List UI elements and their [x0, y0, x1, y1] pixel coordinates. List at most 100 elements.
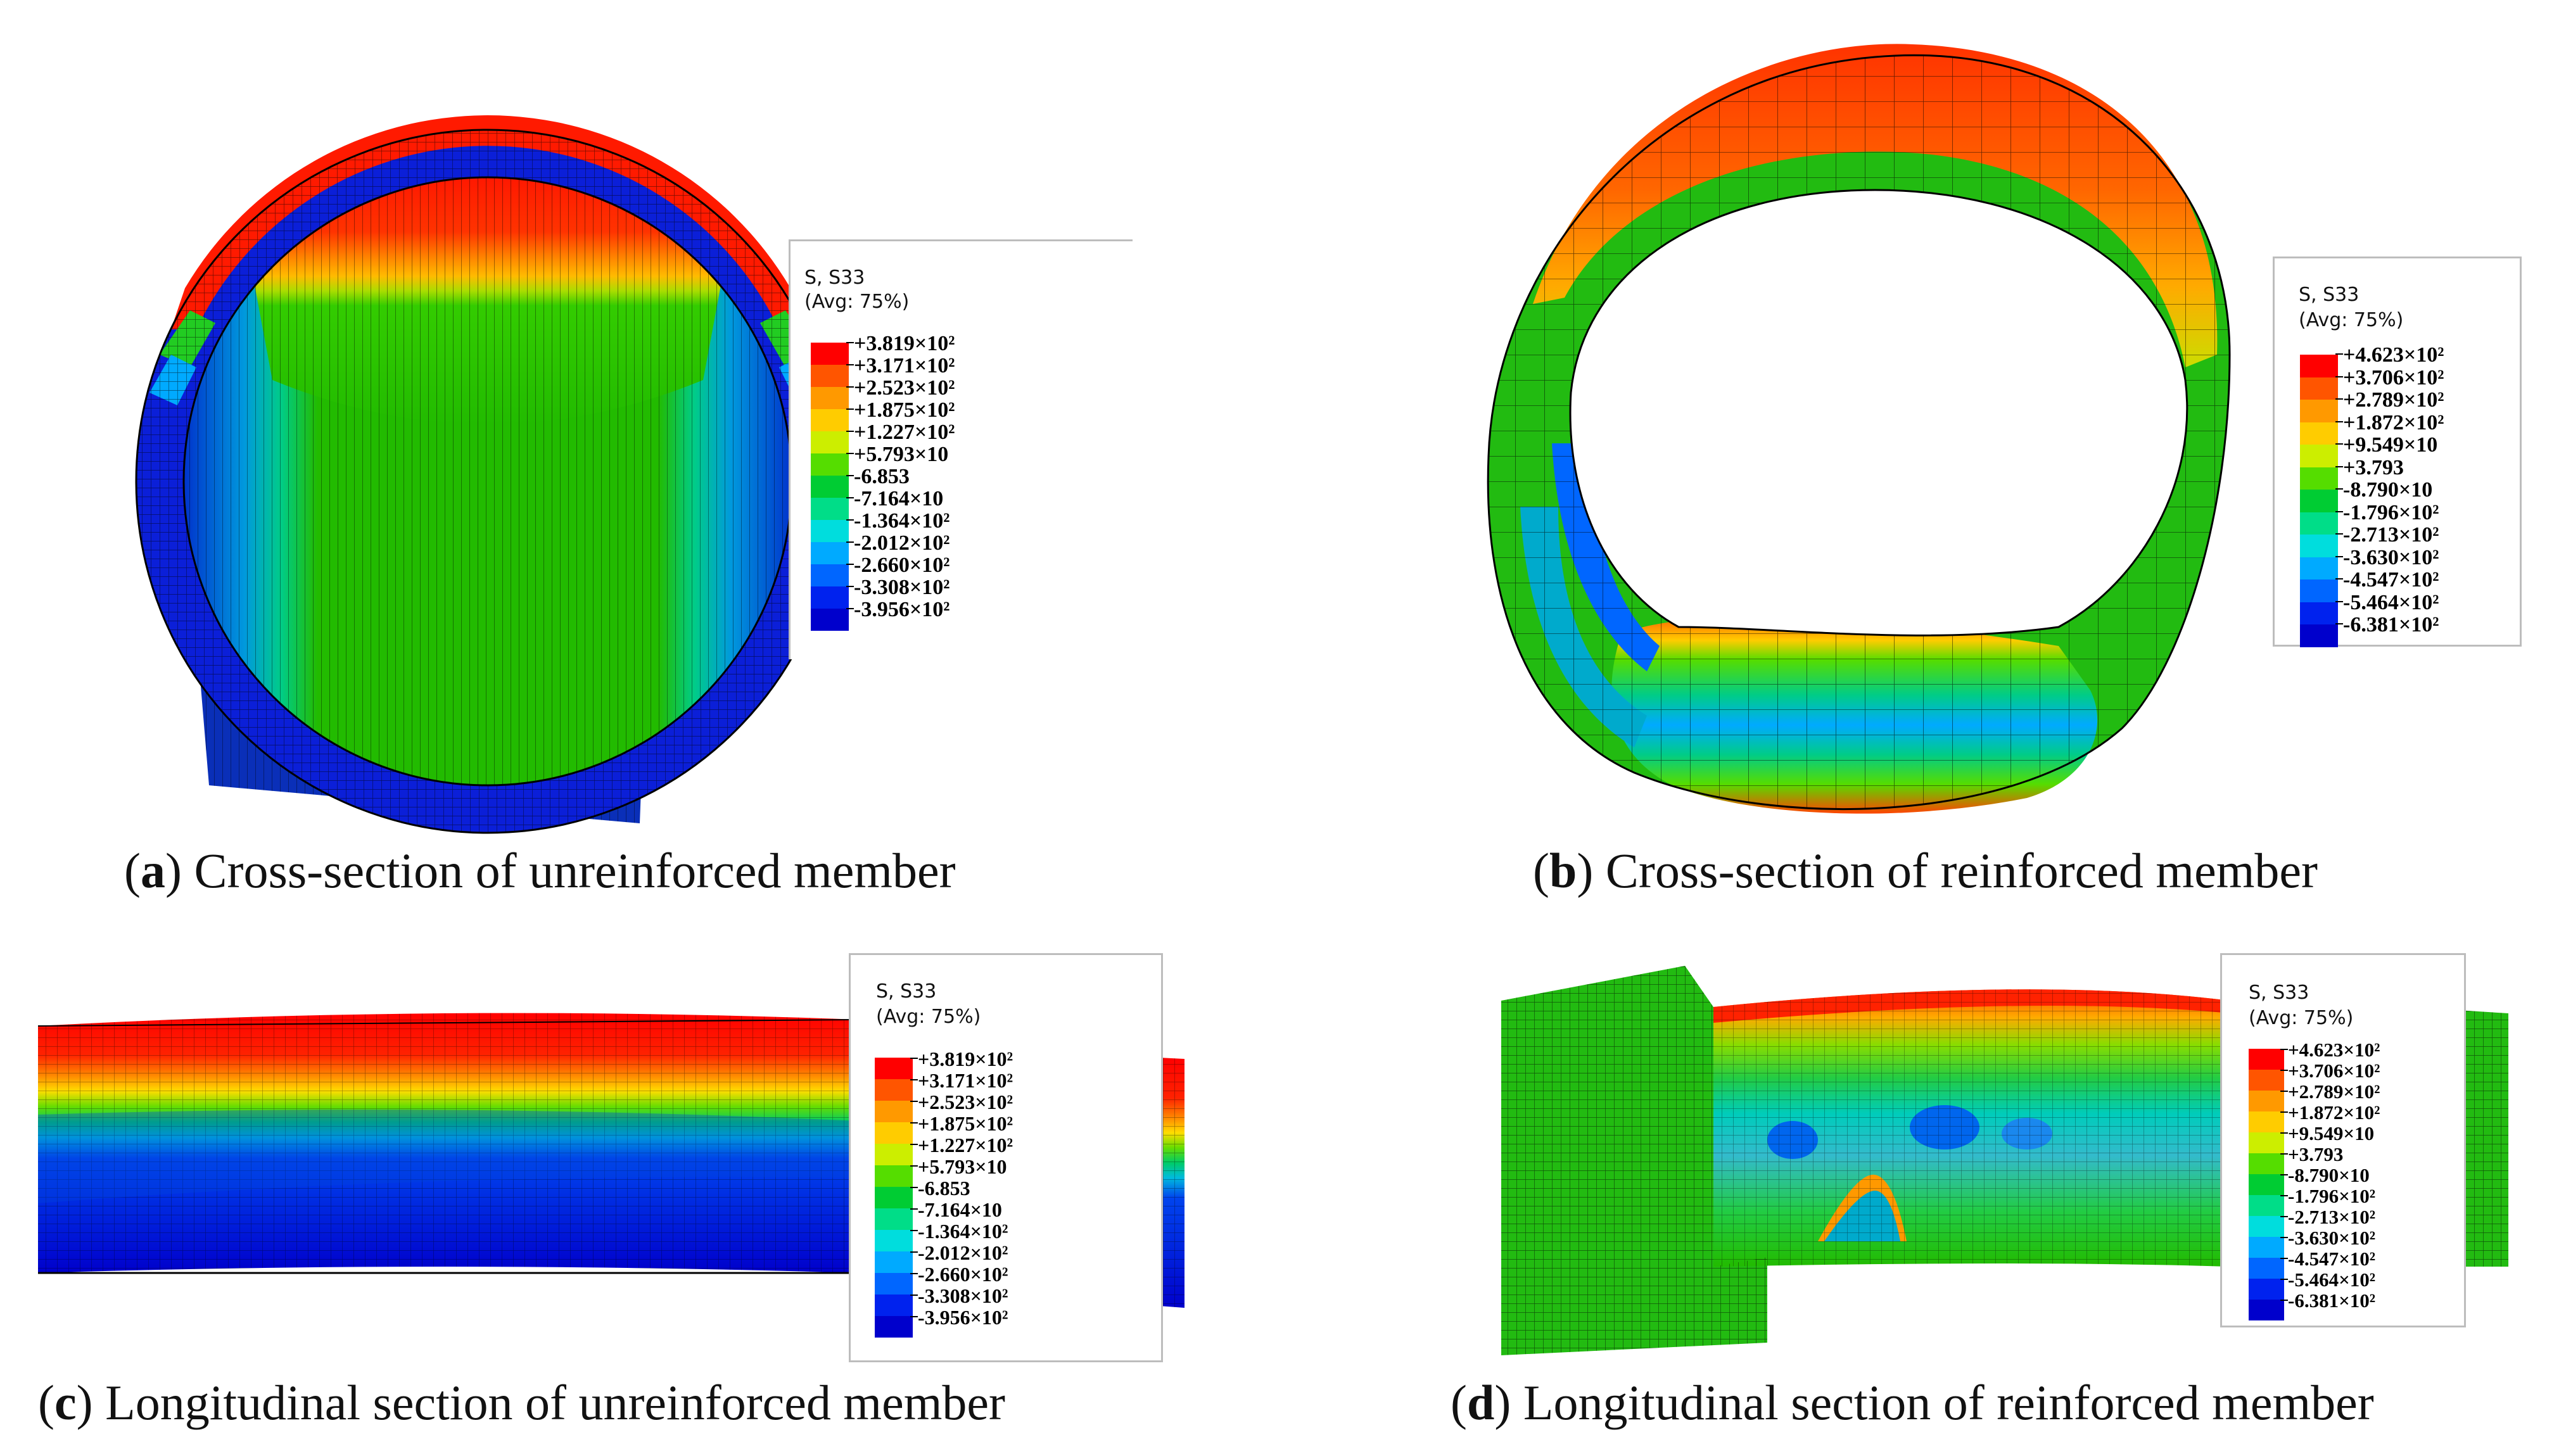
legend-value-label: +3.793: [2288, 1143, 2344, 1165]
legend-swatch: [811, 453, 849, 476]
legend-value-label: -3.956×10²: [854, 598, 950, 621]
legend-value-label: +1.227×10²: [918, 1134, 1013, 1156]
panel-b-ring: [1487, 44, 2231, 814]
legend-swatch: [875, 1144, 913, 1165]
legend-value-label: -1.364×10²: [854, 509, 950, 533]
panel-a-legend-subtitle: (Avg: 75%): [804, 291, 910, 313]
legend-swatch: [2300, 400, 2338, 422]
panel-c-pipe-stub: [1159, 1058, 1185, 1308]
legend-tick: [910, 1144, 918, 1145]
legend-swatch: [2249, 1300, 2284, 1320]
legend-swatch: [2300, 377, 2338, 400]
legend-value-label: -8.790×10: [2288, 1164, 2370, 1186]
legend-swatch: [2249, 1174, 2284, 1195]
legend-value-label: +9.549×10: [2288, 1122, 2375, 1144]
panel-a-legend-title: S, S33: [804, 267, 865, 289]
legend-value-label: -6.381×10²: [2343, 613, 2439, 636]
legend-swatch: [875, 1058, 913, 1079]
legend-tick: [2280, 1174, 2288, 1175]
legend-value-label: +2.523×10²: [918, 1091, 1013, 1113]
legend-value-label: +3.706×10²: [2288, 1060, 2380, 1082]
legend-swatch: [2249, 1153, 2284, 1174]
panel-b-caption: (b) Cross-section of reinforced member: [1533, 843, 2318, 898]
legend-swatch: [811, 343, 849, 365]
legend-swatch: [811, 564, 849, 586]
legend-value-label: -6.381×10²: [2288, 1289, 2376, 1312]
legend-swatch: [2300, 557, 2338, 579]
legend-tick: [846, 608, 854, 609]
legend-tick: [910, 1316, 918, 1317]
panel-a-inner-face: [184, 177, 792, 785]
panel-c-legend-title: S, S33: [876, 980, 937, 1003]
legend-swatch: [875, 1187, 913, 1208]
legend-swatch: [875, 1165, 913, 1187]
legend-swatch: [811, 586, 849, 609]
legend-tick: [910, 1122, 918, 1124]
legend-tick: [846, 541, 854, 543]
panel-c-legend-subtitle: (Avg: 75%): [876, 1006, 981, 1028]
panel-a-caption-text: Cross-section of unreinforced member: [194, 843, 956, 898]
legend-tick: [910, 1273, 918, 1274]
legend-tick: [2335, 421, 2343, 422]
panel-a-letter: a: [140, 843, 165, 898]
legend-swatch: [2249, 1279, 2284, 1300]
legend-tick: [2280, 1111, 2288, 1113]
legend-swatch: [875, 1122, 913, 1144]
legend-swatch: [2300, 445, 2338, 467]
panel-b-legend-subtitle: (Avg: 75%): [2299, 309, 2404, 331]
legend-tick: [2280, 1237, 2288, 1238]
panel-c-letter: c: [54, 1375, 77, 1430]
legend-swatch: [811, 387, 849, 409]
legend-tick: [2335, 555, 2343, 557]
legend-value-label: +1.227×10²: [854, 421, 955, 444]
panel-d-legend-colorbar: [2249, 1049, 2284, 1321]
legend-tick: [846, 408, 854, 410]
legend-tick: [2335, 488, 2343, 490]
legend-tick: [910, 1230, 918, 1231]
legend-value-label: +1.872×10²: [2343, 410, 2444, 434]
legend-value-label: +9.549×10: [2343, 433, 2438, 457]
legend-tick: [846, 586, 854, 587]
panel-b-letter: b: [1549, 843, 1577, 898]
panel-c-pipe-section: [37, 1013, 859, 1274]
legend-value-label: -5.464×10²: [2288, 1269, 2376, 1291]
legend-tick: [910, 1187, 918, 1188]
legend-swatch: [875, 1230, 913, 1251]
legend-tick: [2280, 1153, 2288, 1155]
legend-swatch: [2249, 1070, 2284, 1091]
legend-swatch: [2300, 467, 2338, 490]
legend-tick: [846, 431, 854, 432]
legend-value-label: +3.171×10²: [854, 354, 955, 377]
legend-tick: [2335, 600, 2343, 602]
legend-swatch: [2300, 422, 2338, 445]
legend-value-label: -2.012×10²: [854, 531, 950, 555]
legend-tick: [2280, 1132, 2288, 1134]
legend-tick: [2335, 353, 2343, 355]
legend-value-label: -2.660×10²: [854, 554, 950, 577]
legend-swatch: [811, 520, 849, 542]
legend-value-label: -3.630×10²: [2288, 1227, 2376, 1249]
legend-swatch: [2249, 1111, 2284, 1132]
legend-value-label: -3.308×10²: [918, 1284, 1008, 1307]
legend-value-label: -2.012×10²: [918, 1241, 1008, 1264]
legend-value-label: +5.793×10: [918, 1155, 1007, 1178]
legend-swatch: [2249, 1237, 2284, 1258]
legend-tick: [2335, 376, 2343, 377]
legend-value-label: -5.464×10²: [2343, 590, 2439, 614]
legend-value-label: -3.308×10²: [854, 576, 950, 599]
legend-tick: [910, 1295, 918, 1296]
legend-value-label: +4.623×10²: [2343, 343, 2444, 367]
panel-c-caption-text: Longitudinal section of unreinforced mem…: [105, 1375, 1005, 1430]
legend-tick: [910, 1208, 918, 1210]
panel-a-legend-colorbar: [811, 343, 849, 631]
legend-value-label: +4.623×10²: [2288, 1039, 2380, 1061]
panel-b-legend-colorbar: [2300, 355, 2338, 647]
legend-tick: [2280, 1300, 2288, 1301]
legend-tick: [2335, 398, 2343, 400]
legend-swatch: [811, 609, 849, 631]
legend-value-label: -8.790×10: [2343, 478, 2433, 502]
legend-swatch: [2300, 490, 2338, 512]
legend-swatch: [811, 365, 849, 387]
